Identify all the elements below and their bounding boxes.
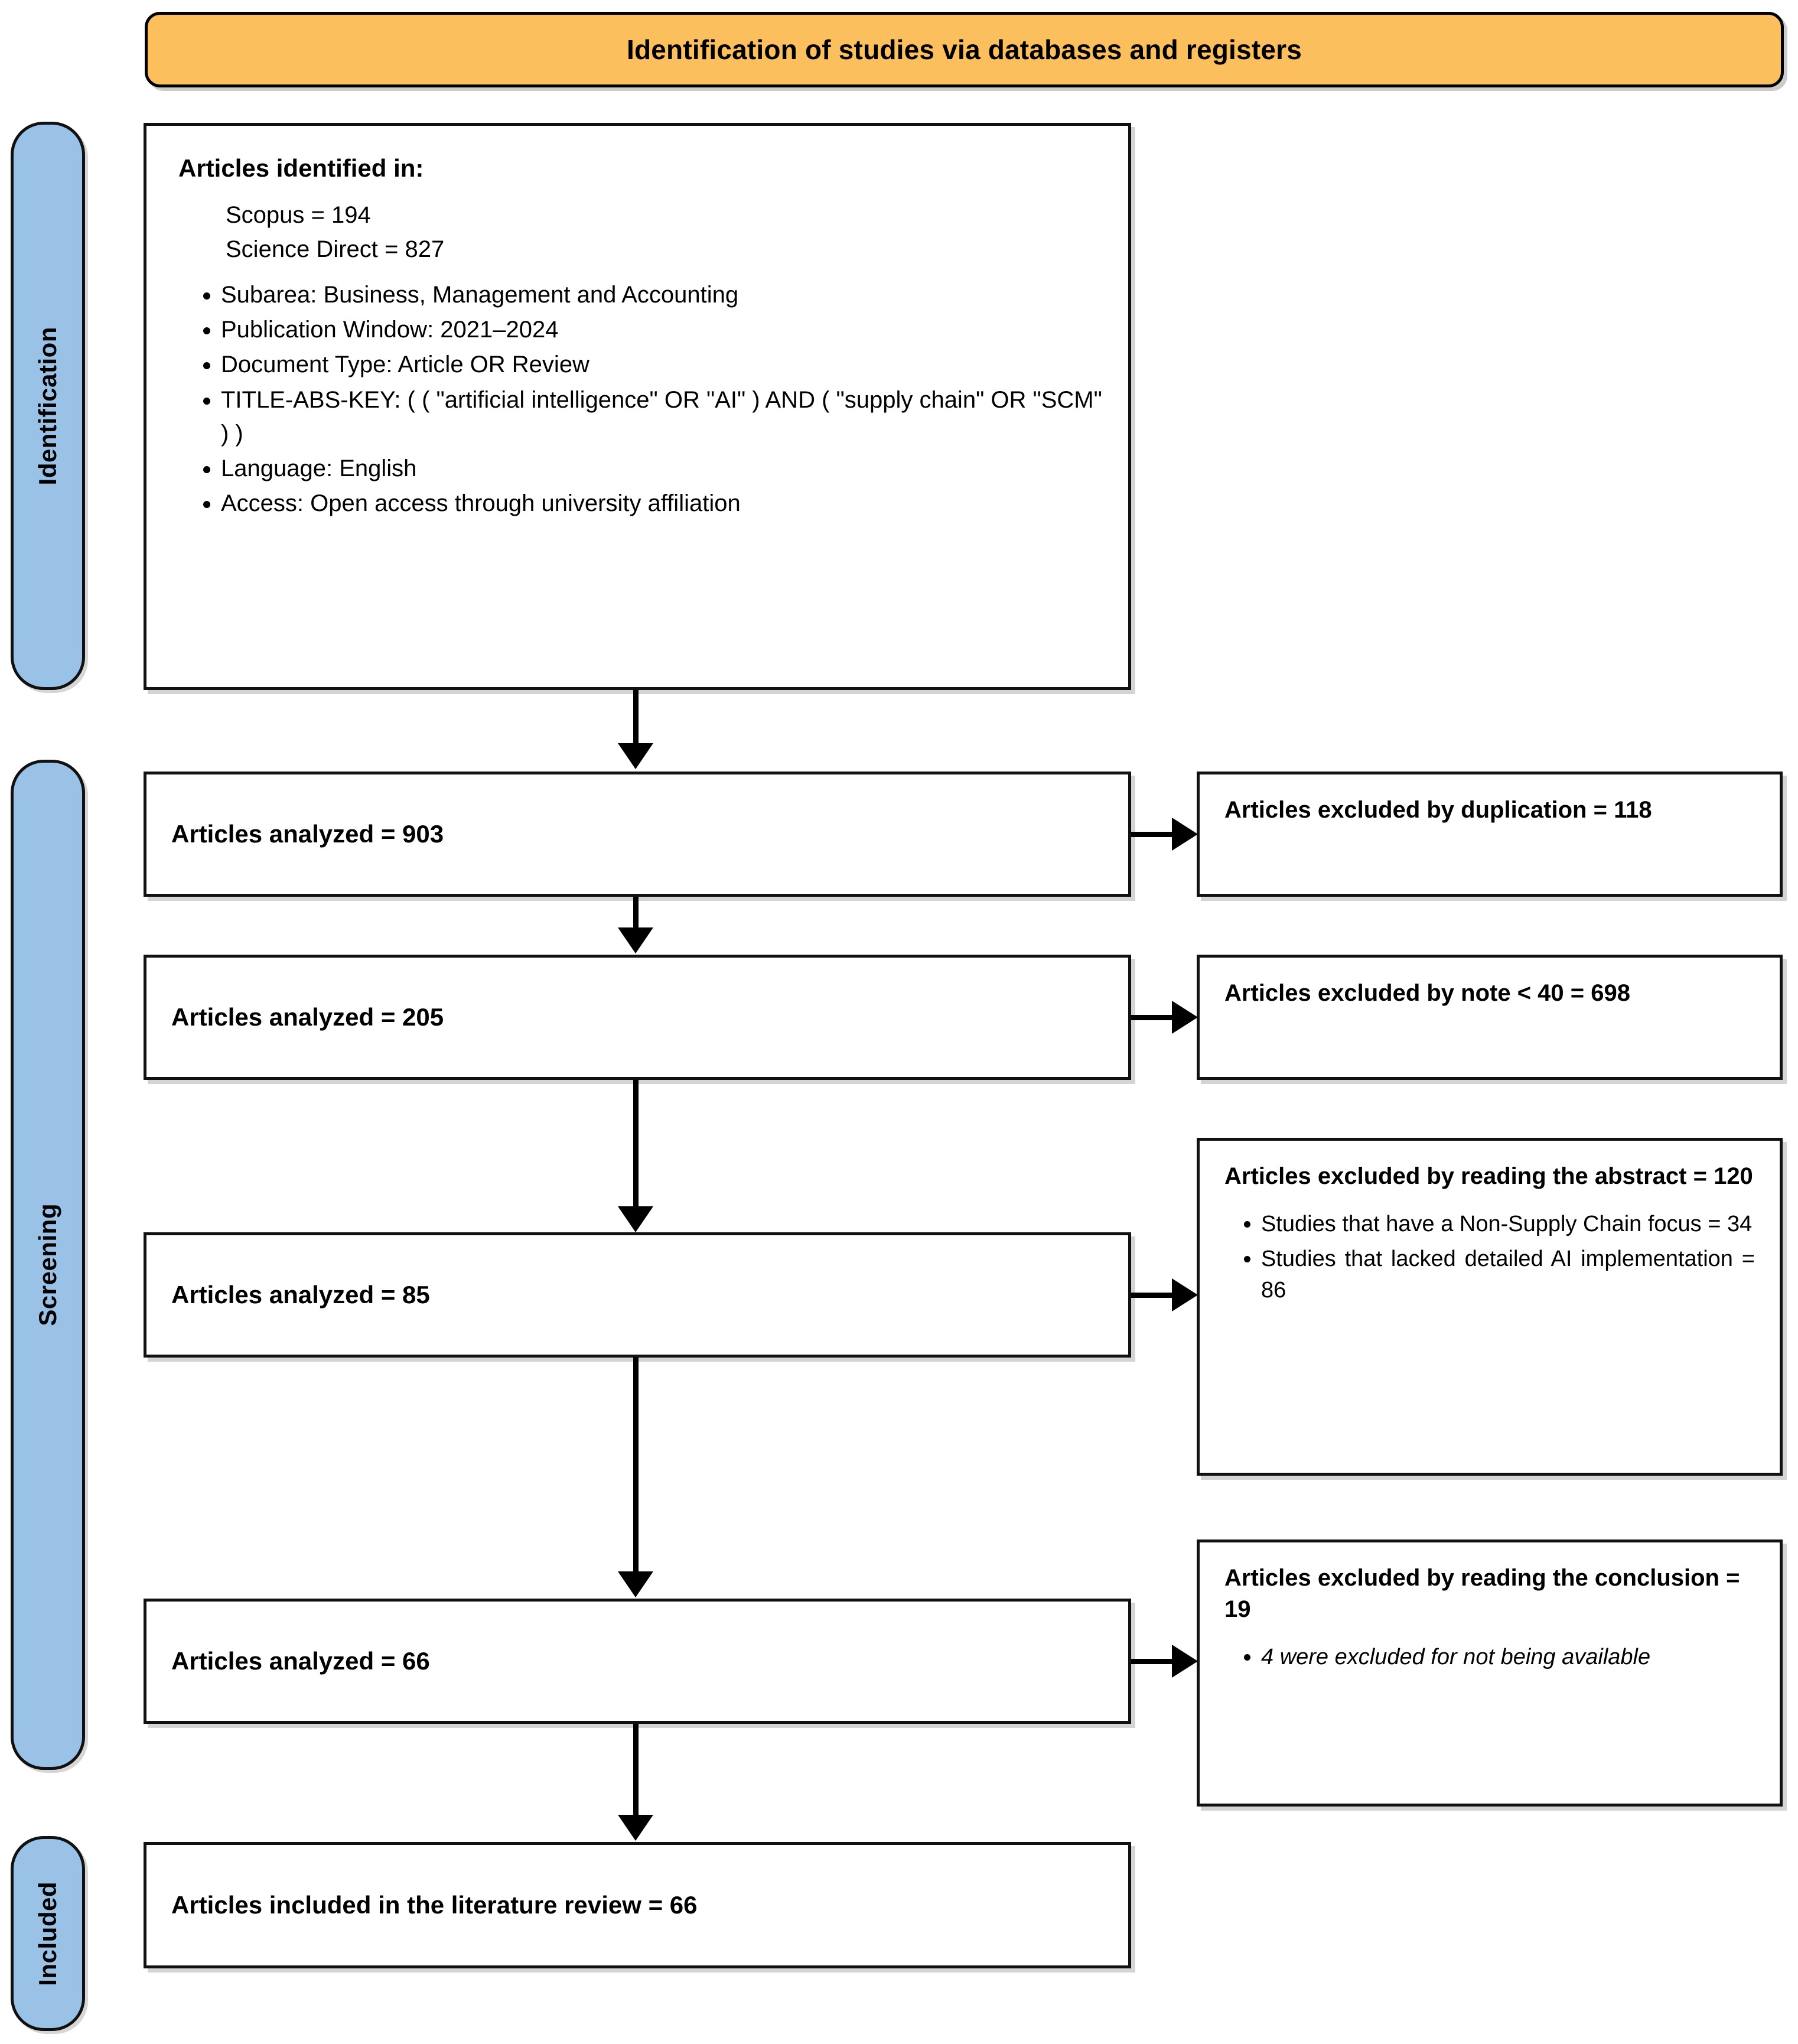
exclusion-box-duplication-title: Articles excluded by duplication = 118 [1224, 797, 1652, 823]
exclusion-abstract-item-no-ai-detail: Studies that lacked detailed AI implemen… [1261, 1244, 1755, 1306]
exclusion-abstract-item-non-supply-chain: Studies that have a Non-Supply Chain foc… [1261, 1209, 1755, 1240]
criterion-window: Publication Window: 2021–2024 [221, 313, 1103, 347]
connector-line-66-to-included [633, 1724, 639, 1817]
flow-box-included-final-label: Articles included in the literature revi… [171, 1891, 698, 1919]
connector-line-85-to-abstract [1131, 1293, 1177, 1298]
connector-arrowhead-ident-to-903 [618, 743, 653, 769]
exclusion-box-conclusion-list: 4 were excluded for not being available [1224, 1642, 1755, 1673]
connector-line-903-to-205 [633, 897, 639, 930]
connector-line-66-to-conclusion [1131, 1659, 1177, 1664]
identification-box-title: Articles identified in: [178, 154, 424, 182]
criterion-subarea: Subarea: Business, Management and Accoun… [221, 278, 1103, 312]
stage-label-screening: Screening [11, 760, 85, 1770]
stage-label-screening-text: Screening [34, 1203, 61, 1326]
connector-arrowhead-66-to-included [618, 1815, 653, 1841]
criterion-query: TITLE-ABS-KEY: ( ( "artificial intellige… [221, 383, 1103, 451]
connector-line-903-to-duplication [1131, 832, 1177, 837]
stage-label-included-text: Included [34, 1881, 61, 1986]
flow-box-analyzed-85-label: Articles analyzed = 85 [171, 1281, 430, 1309]
connector-line-205-to-note [1131, 1015, 1177, 1020]
exclusion-box-abstract-list: Studies that have a Non-Supply Chain foc… [1224, 1209, 1755, 1307]
flow-box-analyzed-66-label: Articles analyzed = 66 [171, 1647, 430, 1675]
connector-arrowhead-85-to-abstract [1172, 1278, 1198, 1311]
criterion-doc-type: Document Type: Article OR Review [221, 348, 1103, 382]
connector-arrowhead-85-to-66 [618, 1571, 653, 1597]
stage-label-included: Included [11, 1836, 85, 2031]
stage-label-identification-text: Identification [34, 326, 61, 486]
flow-box-analyzed-903-label: Articles analyzed = 903 [171, 820, 444, 848]
connector-arrowhead-66-to-conclusion [1172, 1645, 1198, 1678]
criterion-access: Access: Open access through university a… [221, 487, 1103, 520]
diagram-header-banner: Identification of studies via databases … [145, 12, 1784, 87]
source-science-direct: Science Direct = 827 [226, 236, 445, 262]
connector-line-ident-to-903 [633, 690, 639, 746]
flow-box-analyzed-205: Articles analyzed = 205 [144, 955, 1131, 1080]
criterion-language: Language: English [221, 452, 1103, 486]
connector-line-205-to-85 [633, 1080, 639, 1209]
connector-line-85-to-66 [633, 1358, 639, 1574]
flow-box-analyzed-903: Articles analyzed = 903 [144, 772, 1131, 897]
exclusion-box-note-title: Articles excluded by note < 40 = 698 [1224, 980, 1630, 1006]
connector-arrowhead-205-to-note [1172, 1001, 1198, 1034]
flow-box-included-final: Articles included in the literature revi… [144, 1842, 1131, 1968]
flow-box-analyzed-85: Articles analyzed = 85 [144, 1232, 1131, 1358]
connector-arrowhead-205-to-85 [618, 1206, 653, 1232]
identification-criteria-list: Subarea: Business, Management and Accoun… [171, 278, 1103, 520]
flow-box-analyzed-205-label: Articles analyzed = 205 [171, 1003, 444, 1031]
exclusion-box-duplication: Articles excluded by duplication = 118 [1197, 772, 1783, 897]
exclusion-box-conclusion-title: Articles excluded by reading the conclus… [1224, 1565, 1740, 1622]
exclusion-box-abstract: Articles excluded by reading the abstrac… [1197, 1138, 1783, 1476]
exclusion-conclusion-item-unavailable: 4 were excluded for not being available [1261, 1642, 1755, 1673]
banner-title: Identification of studies via databases … [626, 34, 1302, 65]
exclusion-box-note: Articles excluded by note < 40 = 698 [1197, 955, 1783, 1080]
stage-label-identification: Identification [11, 122, 85, 690]
identification-criteria-box: Articles identified in: Scopus = 194 Sci… [144, 123, 1131, 690]
connector-arrowhead-903-to-205 [618, 927, 653, 953]
exclusion-box-conclusion: Articles excluded by reading the conclus… [1197, 1539, 1783, 1807]
exclusion-box-abstract-title: Articles excluded by reading the abstrac… [1224, 1163, 1753, 1189]
connector-arrowhead-903-to-duplication [1172, 818, 1198, 851]
source-scopus: Scopus = 194 [226, 202, 371, 228]
flow-box-analyzed-66: Articles analyzed = 66 [144, 1599, 1131, 1724]
identification-sources: Scopus = 194 Science Direct = 827 [226, 198, 1103, 266]
